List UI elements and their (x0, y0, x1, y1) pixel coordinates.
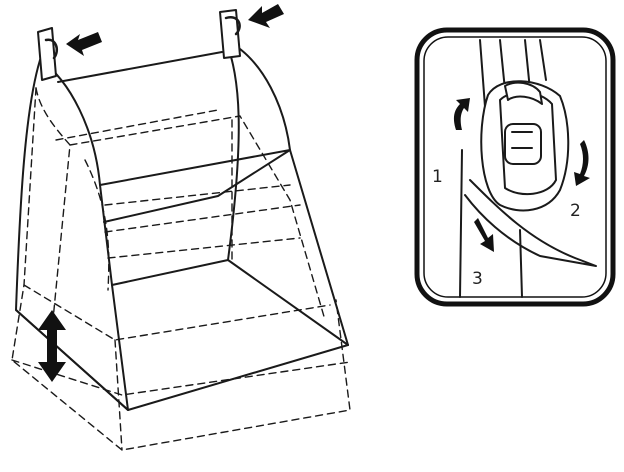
step-label-3: 3 (472, 269, 483, 289)
buckle-roller (504, 81, 543, 105)
detail-callout: 1 2 3 (414, 27, 616, 307)
arrow-pointer-icon (248, 4, 284, 28)
shelf-panel (99, 149, 291, 223)
right-hook (224, 15, 241, 36)
right-frame-arc-inner (225, 39, 349, 346)
double-arrow-icon (38, 310, 66, 382)
step-1-arrow-icon (453, 98, 470, 130)
step-3-arrow-icon (474, 218, 494, 252)
expanded-outline-dashed (11, 87, 351, 451)
step-arrows (453, 98, 590, 252)
left-hook (44, 38, 58, 60)
left-hanging-tab (37, 27, 57, 81)
step-label-1: 1 (432, 167, 443, 187)
back-wall-bottom (111, 259, 229, 286)
step-2-arrow-icon (574, 140, 590, 186)
top-panel (57, 51, 223, 83)
buckle-illustration (459, 39, 597, 298)
floor-panel (15, 309, 349, 411)
step-label-2: 2 (570, 201, 581, 221)
right-frame-arc (225, 39, 349, 346)
pointer-arrows (66, 4, 284, 56)
enclosure-illustration (11, 9, 351, 451)
left-frame-arc-outer (15, 59, 129, 411)
right-hanging-tab (219, 9, 241, 59)
arrow-pointer-icon (66, 32, 102, 56)
